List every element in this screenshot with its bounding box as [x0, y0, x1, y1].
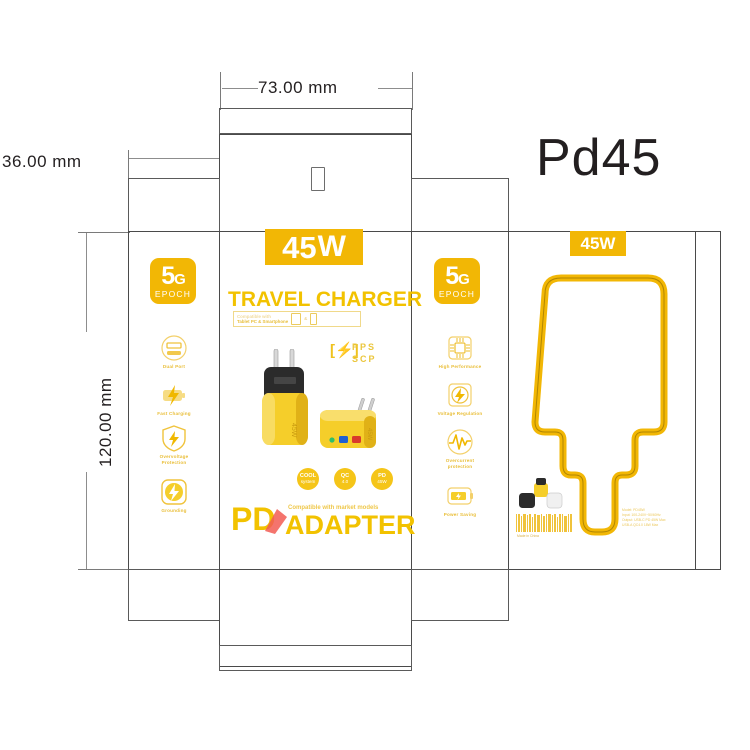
back-wattage-text: 45W	[580, 234, 616, 253]
feature-high-performance: High Performance	[432, 334, 488, 370]
badge-qc-line1: QC	[340, 472, 350, 479]
feature-grounding-label: Grounding	[161, 508, 187, 513]
badge-pd-line2: 45W	[377, 478, 387, 484]
dual-port-icon	[160, 334, 188, 362]
back-product-thumbnails	[517, 477, 567, 513]
compatibility-box: Compatible with Tablet PC & Smartphone &	[233, 311, 361, 327]
badge-5g-right-g: G	[458, 270, 470, 288]
badge-pd: PD 45W	[371, 468, 393, 490]
panel-glue-flap	[695, 231, 721, 570]
tablet-icon	[291, 313, 302, 325]
feature-power-saving: Power Saving	[432, 482, 488, 518]
dim-tick-width-left	[220, 72, 221, 110]
wattage-number: 45	[282, 229, 317, 265]
feature-voltage-regulation-label: Voltage Regulation	[437, 411, 483, 416]
panel-top-side-flap-left	[128, 178, 220, 232]
feature-overcurrent-label: Overcurrent protection	[445, 458, 475, 469]
brand-adapter: ADAPTER	[285, 510, 416, 540]
dim-label-height: 120.00 mm	[96, 377, 115, 467]
feature-fast-charging: Fast Charging	[146, 381, 202, 417]
charger-blister-die-cut	[527, 270, 682, 540]
battery-saving-icon	[446, 482, 474, 510]
badge-cool-line2: system	[300, 478, 316, 484]
protocol-pps: PPS	[352, 342, 377, 352]
feature-fast-charging-label: Fast Charging	[157, 411, 191, 416]
badge-5g-left-number: 5	[161, 261, 175, 290]
badge-cool: COOL system	[297, 468, 319, 490]
voltage-regulation-icon	[446, 381, 474, 409]
product-photo-us-charger: 45W	[316, 396, 384, 452]
made-in-label: Made in China	[517, 534, 539, 538]
market-note: Compatible with market models	[288, 505, 379, 511]
pd-swoosh-icon	[263, 505, 289, 535]
front-headline: TRAVEL CHARGER	[228, 288, 423, 311]
feature-power-saving-label: Power Saving	[443, 512, 477, 517]
dim-label-depth: 36.00 mm	[2, 152, 82, 171]
panel-bottom-side-flap-left	[128, 569, 220, 621]
page-title: Pd45	[536, 129, 662, 187]
badge-5g-right-number: 5	[445, 261, 459, 290]
product-photo-eu-charger: 45W	[252, 348, 318, 449]
back-spec-text: Model: PD45W Input: 100-240V~50/60Hz Out…	[622, 508, 666, 528]
panel-top-tuck-flap	[219, 108, 412, 134]
smartphone-icon	[310, 313, 318, 325]
back-wattage-tag: 45W	[570, 231, 626, 256]
dim-tick-height-bottom	[78, 569, 130, 570]
badge-5g-left-g: G	[174, 270, 186, 288]
dim-tick-depth-left	[128, 150, 129, 180]
dim-line-height-a	[86, 232, 87, 332]
feature-grounding: Grounding	[146, 478, 202, 514]
badge-5g-right: 5G EPOCH	[434, 258, 480, 304]
panel-top-side-flap-right	[411, 178, 509, 232]
badge-5g-left: 5G EPOCH	[150, 258, 196, 304]
panel-bottom-tuck-flap	[219, 645, 412, 671]
grounding-icon	[160, 478, 188, 506]
dim-line-width-a	[222, 88, 258, 89]
badge-qc-line2: 4.0	[341, 478, 349, 484]
badge-pd-line1: PD	[378, 472, 386, 479]
wattage-unit: W	[317, 230, 346, 263]
bolt-bracket-icon: [⚡]	[330, 342, 359, 359]
wattage-block: 45 W	[265, 229, 363, 265]
badge-qc: QC 4.0	[334, 468, 356, 490]
dim-line-width-b	[378, 88, 412, 89]
barcode	[516, 514, 572, 532]
dim-label-width: 73.00 mm	[258, 78, 338, 97]
protocol-scp: SCP	[352, 354, 377, 364]
svg-text:45W: 45W	[290, 423, 297, 438]
badge-5g-left-sub: EPOCH	[154, 288, 192, 299]
feature-high-performance-label: High Performance	[438, 364, 482, 369]
overcurrent-icon	[446, 428, 474, 456]
hang-hole-cutout	[311, 167, 325, 191]
chip-icon	[446, 334, 474, 362]
compat-small-text: Compatible with	[237, 313, 271, 319]
feature-overcurrent: Overcurrent protection	[432, 428, 488, 469]
feature-voltage-regulation: Voltage Regulation	[432, 381, 488, 417]
dim-tick-height-top	[78, 232, 130, 233]
panel-bottom-side-flap-right	[411, 569, 509, 621]
compat-main-text: Tablet PC & Smartphone	[237, 319, 289, 324]
dim-line-depth	[128, 158, 220, 159]
feature-dual-port-label: Dual Port	[162, 364, 186, 369]
feature-overvoltage-label: Overvoltage Protection	[159, 454, 189, 465]
badge-5g-right-sub: EPOCH	[438, 288, 476, 299]
compat-amp: &	[304, 316, 308, 322]
overvoltage-shield-icon	[160, 424, 188, 452]
svg-text:45W: 45W	[366, 428, 372, 441]
feature-overvoltage: Overvoltage Protection	[146, 424, 202, 465]
fast-charging-icon	[160, 381, 188, 409]
feature-dual-port: Dual Port	[146, 334, 202, 370]
dim-line-height-b	[86, 472, 87, 570]
dim-tick-width-right	[412, 72, 413, 110]
badge-cool-line1: COOL	[299, 472, 317, 479]
